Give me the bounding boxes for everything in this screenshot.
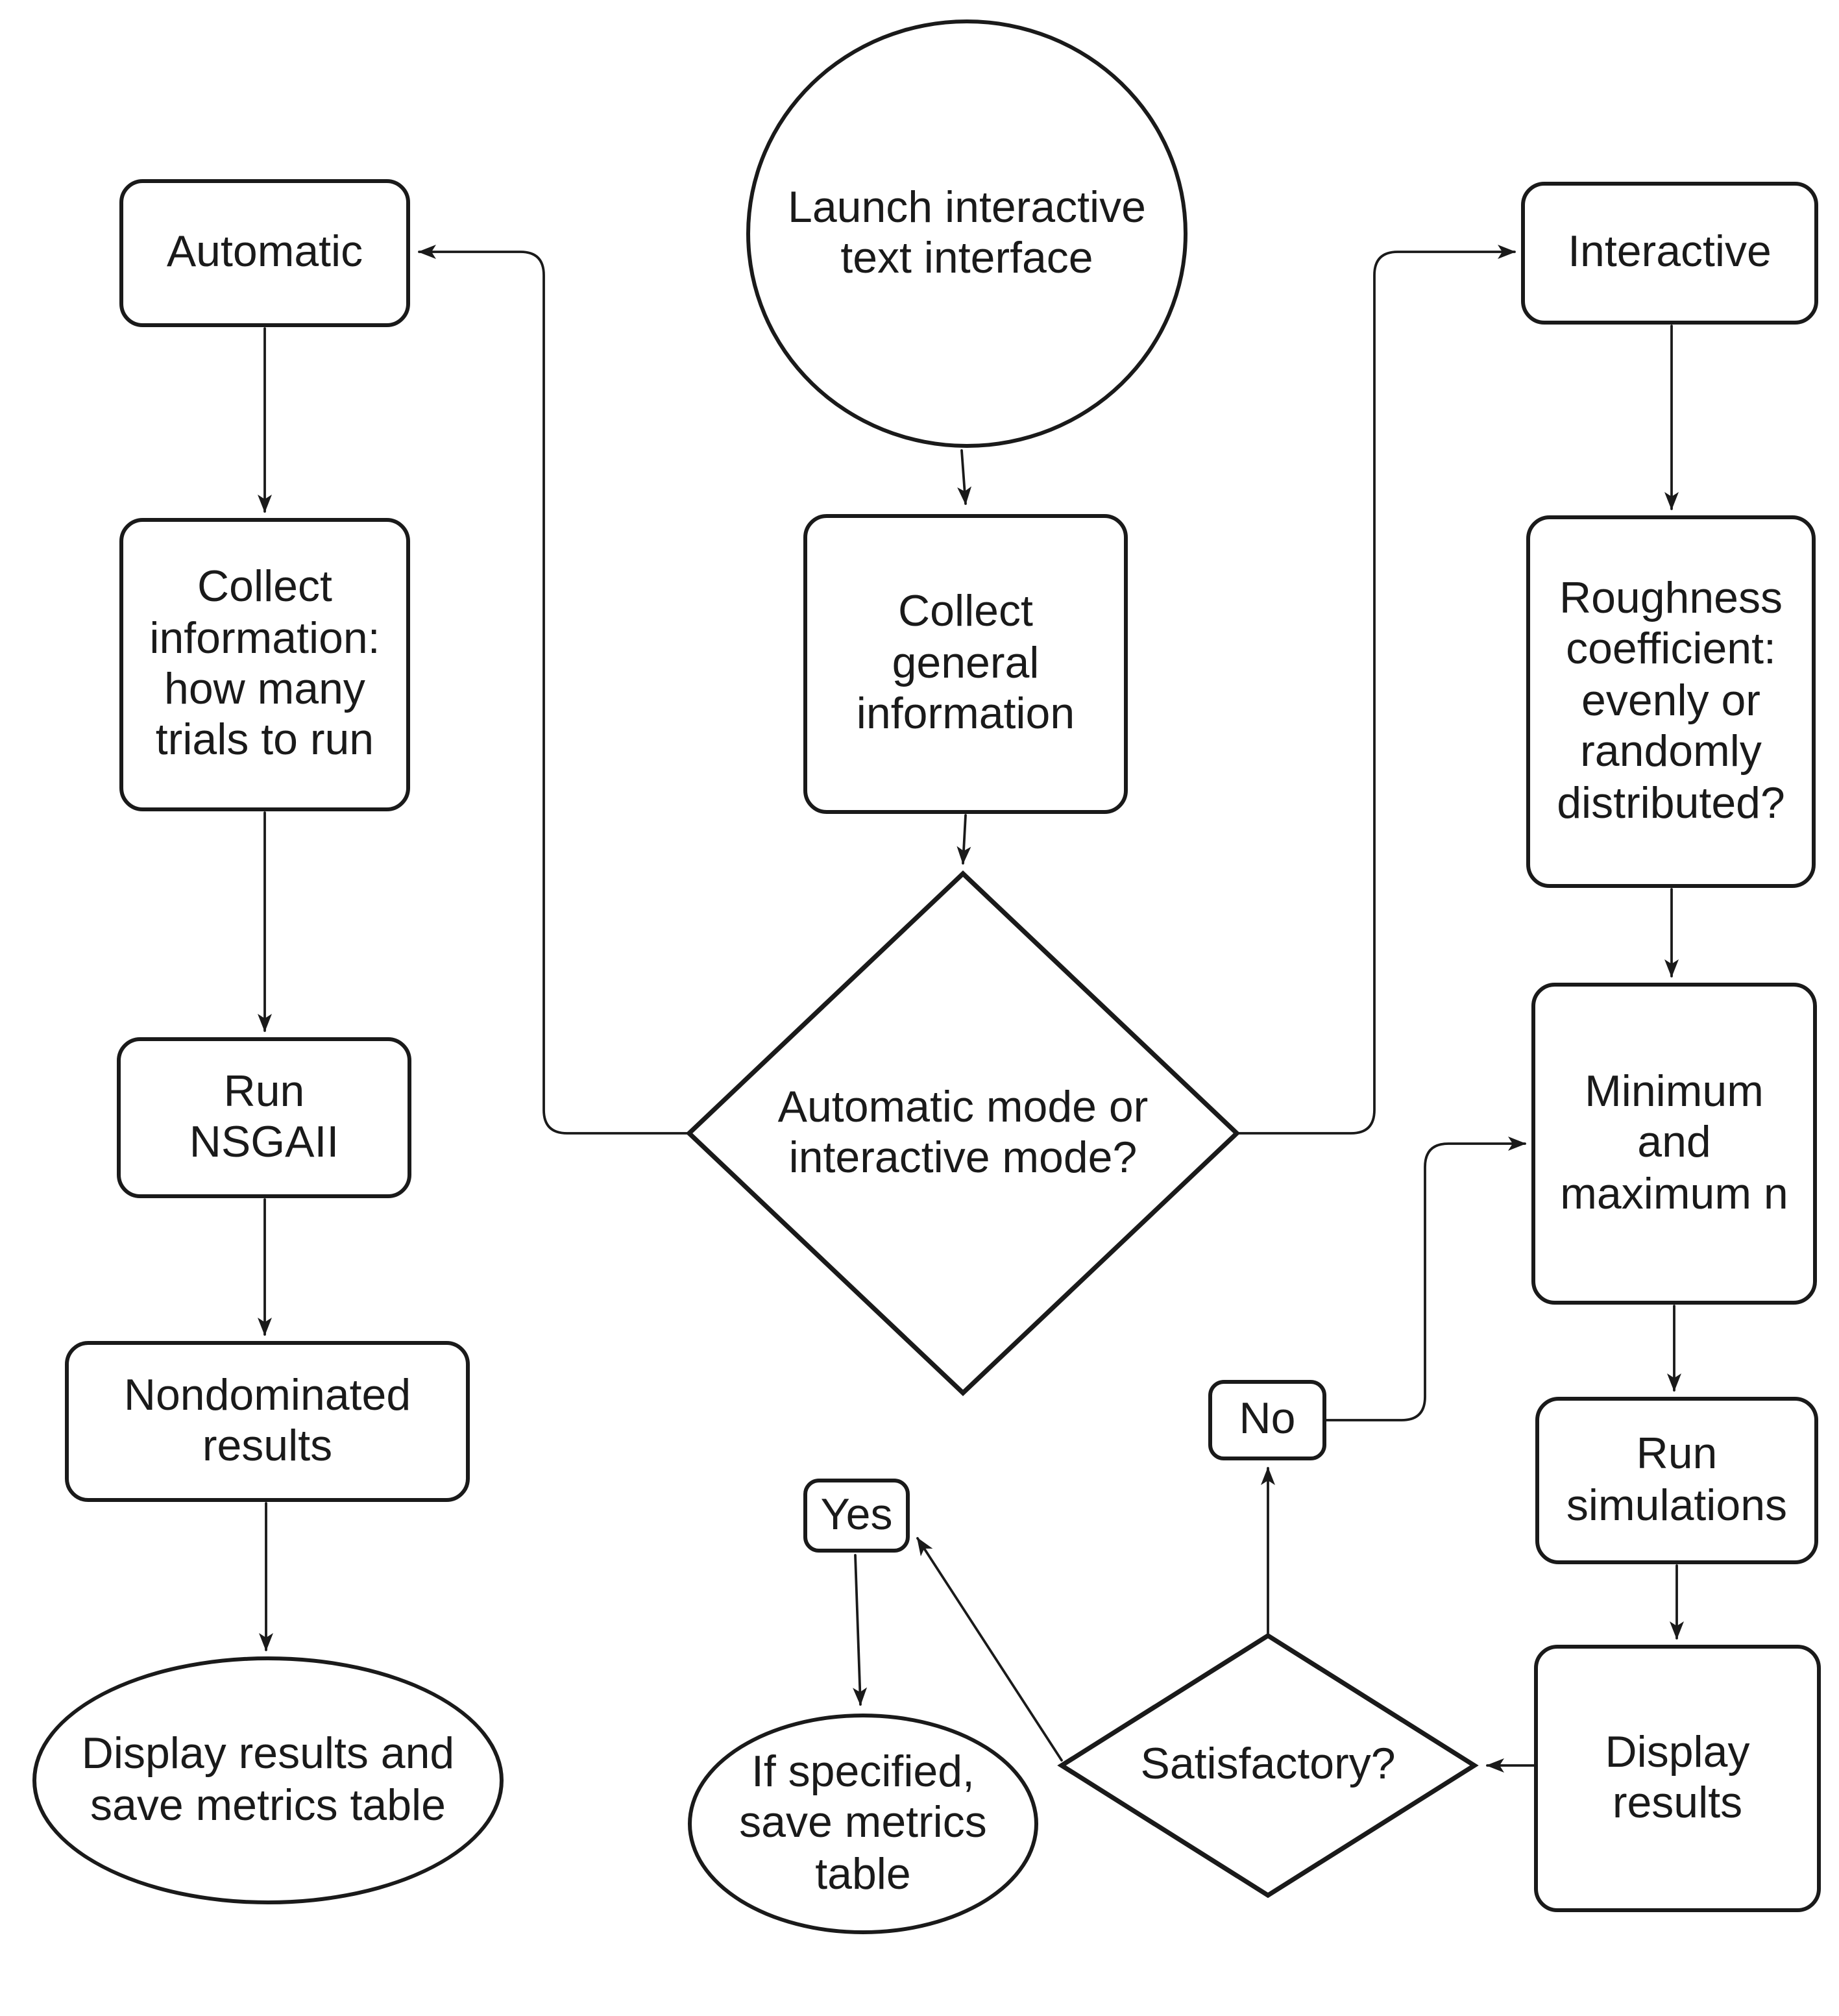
collect-trials-label: Collect information: how many trials to … <box>149 562 380 765</box>
satisfactory-label: Satisfactory? <box>1140 1739 1396 1789</box>
display-results-label: Display results <box>1605 1727 1750 1828</box>
edge-no-to-min-max <box>1325 1137 1526 1421</box>
terminator-node-if-specified-save: If specified, save metrics table <box>688 1714 1038 1934</box>
display-save-label: Display results and save metrics table <box>81 1729 455 1830</box>
process-node-collect-general: Collect general information <box>803 514 1128 814</box>
collect-general-label: Collect general information <box>856 587 1075 739</box>
start-node-label: Launch interactive text interface <box>788 182 1146 283</box>
edge-launch-to-collect-general <box>957 449 972 505</box>
edge-yes-to-if-specified <box>853 1554 868 1706</box>
process-node-min-max-n: Minimum and maximum n <box>1531 983 1817 1305</box>
process-node-nondominated-results: Nondominated results <box>65 1341 470 1502</box>
automatic-label: Automatic <box>166 227 363 277</box>
mode-decision-label: Automatic mode or interactive mode? <box>777 1082 1149 1183</box>
process-node-run-nsgaii: Run NSGAII <box>117 1037 411 1198</box>
mode-diamond-shape <box>685 870 1241 1396</box>
process-node-interactive: Interactive <box>1521 182 1818 325</box>
decision-node-satisfactory: Satisfactory? <box>1057 1632 1479 1899</box>
run-simulations-label: Run simulations <box>1566 1429 1788 1530</box>
edge-mode-decision-to-interactive <box>1236 245 1516 1135</box>
edge-collect-general-to-mode-decision <box>956 814 971 865</box>
min-max-label: Minimum and maximum n <box>1560 1066 1788 1219</box>
branch-node-no: No <box>1208 1380 1326 1460</box>
start-node-launch-interactive-text-interface: Launch interactive text interface <box>746 19 1187 448</box>
if-specified-label: If specified, save metrics table <box>739 1747 987 1899</box>
terminator-node-display-save: Display results and save metrics table <box>32 1656 504 1904</box>
satisfactory-diamond-shape <box>1057 1632 1479 1899</box>
interactive-label: Interactive <box>1568 227 1772 277</box>
decision-node-mode: Automatic mode or interactive mode? <box>685 870 1241 1396</box>
roughness-label: Roughness coefficient: evenly or randoml… <box>1557 573 1785 828</box>
nondominated-label: Nondominated results <box>123 1370 411 1471</box>
process-node-run-simulations: Run simulations <box>1535 1397 1818 1564</box>
process-node-collect-trials: Collect information: how many trials to … <box>119 518 410 811</box>
run-nsgaii-label: Run NSGAII <box>189 1066 339 1167</box>
edge-mode-decision-to-automatic <box>418 245 690 1135</box>
no-label: No <box>1239 1394 1296 1444</box>
branch-node-yes: Yes <box>803 1479 910 1553</box>
process-node-display-results: Display results <box>1534 1645 1821 1912</box>
yes-label: Yes <box>820 1490 893 1540</box>
process-node-automatic: Automatic <box>119 179 410 327</box>
edge-satisfactory-to-yes <box>916 1537 1063 1762</box>
process-node-roughness-coefficient: Roughness coefficient: evenly or randoml… <box>1526 515 1816 888</box>
